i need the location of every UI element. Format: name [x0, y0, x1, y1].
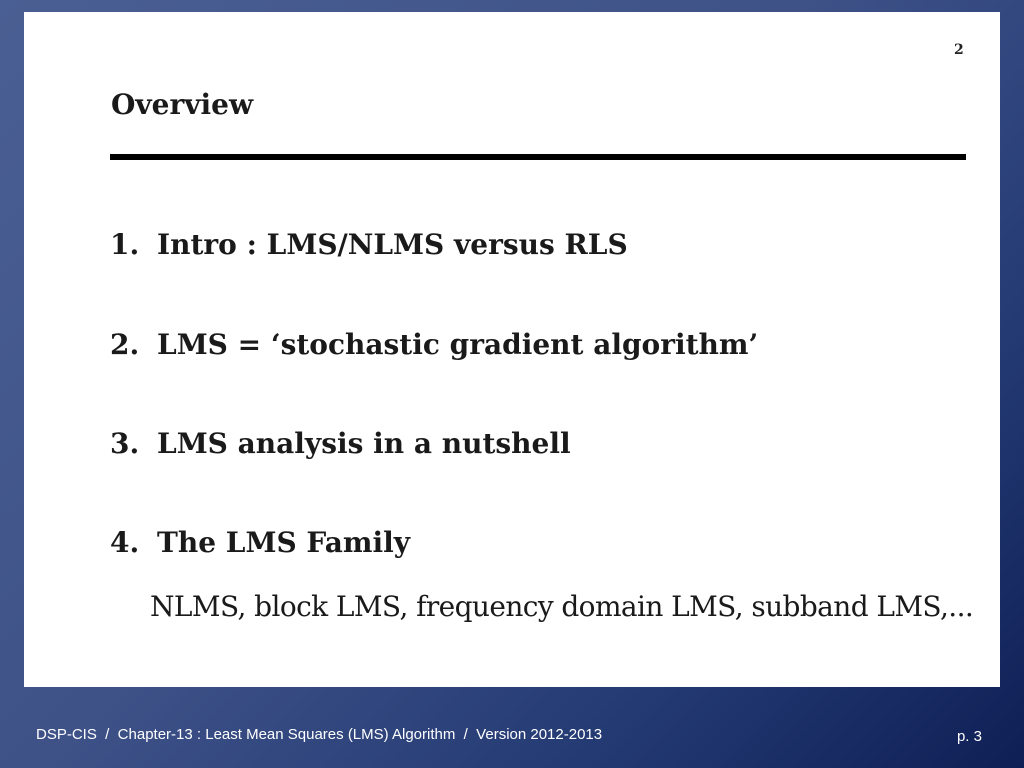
item-text: LMS analysis in a nutshell	[157, 427, 571, 460]
slide-panel: 2 Overview 1. Intro : LMS/NLMS versus RLS…	[24, 12, 1000, 687]
item-number: 3.	[110, 427, 140, 460]
item-text: Intro : LMS/NLMS versus RLS	[157, 228, 628, 261]
footer-page-number: p. 3	[956, 728, 982, 745]
overview-item-4: 4. The LMS Family	[110, 526, 410, 559]
title-divider	[110, 154, 966, 160]
item-number: 2.	[110, 328, 140, 361]
item-number: 4.	[110, 526, 140, 559]
slide-title: Overview	[111, 88, 254, 121]
item-number: 1.	[110, 228, 140, 261]
overview-item-3: 3. LMS analysis in a nutshell	[110, 427, 571, 460]
overview-item-1: 1. Intro : LMS/NLMS versus RLS	[110, 228, 628, 261]
overview-item-2: 2. LMS = ‘stochastic gradient algorithm’	[110, 328, 758, 361]
item-text: LMS = ‘stochastic gradient algorithm’	[157, 328, 759, 361]
item-text: The LMS Family	[157, 526, 411, 559]
footer-text: DSP-CIS / Chapter-13 : Least Mean Square…	[36, 726, 603, 743]
overview-subitem: NLMS, block LMS, frequency domain LMS, s…	[150, 590, 974, 623]
slide-page-number: 2	[954, 42, 964, 58]
